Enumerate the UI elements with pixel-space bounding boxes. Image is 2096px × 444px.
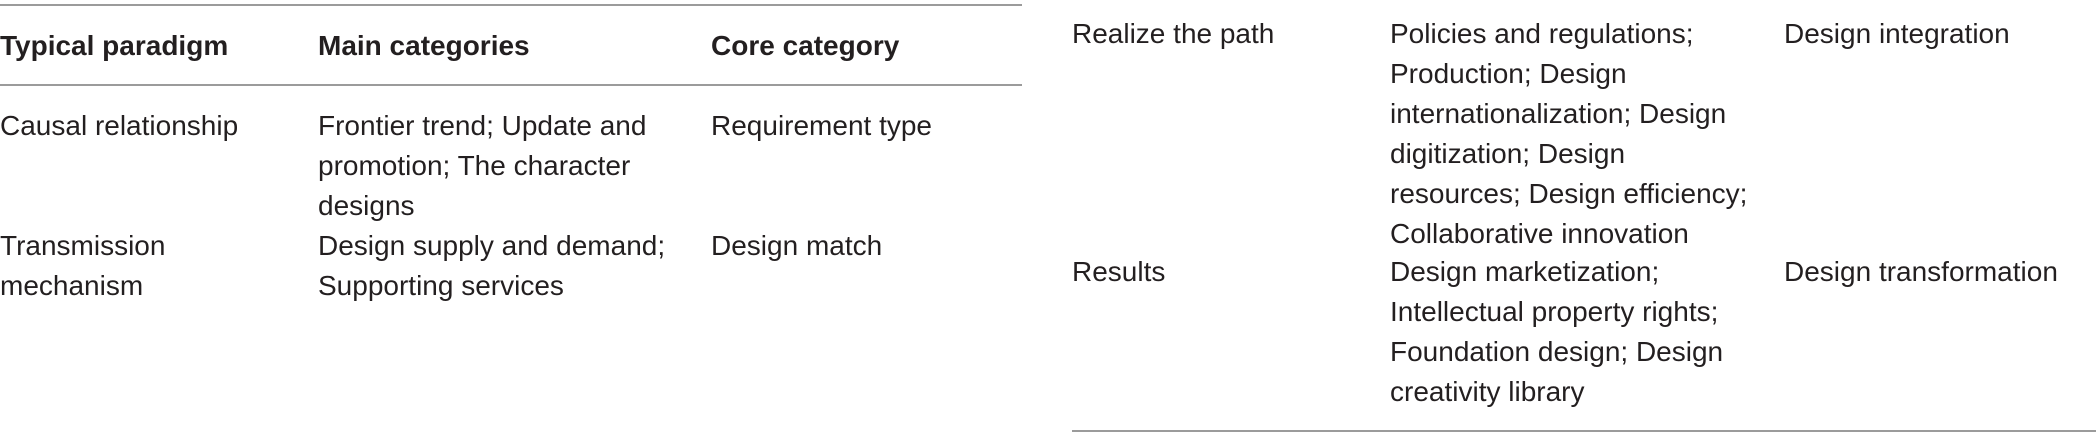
header-main-categories: Main categories — [318, 30, 530, 61]
row-3-categories: Policies and regulations; Production; De… — [1390, 18, 1748, 249]
row-2-categories: Design supply and demand; Supporting ser… — [318, 230, 666, 301]
row-2-paradigm: Transmission mechanism — [0, 230, 166, 301]
row-4-core: Design transformation — [1784, 256, 2058, 287]
row-2-core: Design match — [711, 230, 883, 261]
row-1-paradigm: Causal relationship — [0, 110, 239, 141]
table-top-rule — [0, 4, 1022, 6]
table-bottom-rule — [1072, 430, 2096, 432]
row-4-categories: Design marketization; Intellectual prope… — [1390, 256, 1724, 407]
row-1-categories: Frontier trend; Update and promotion; Th… — [318, 110, 647, 221]
row-3-paradigm: Realize the path — [1072, 18, 1275, 49]
header-typical-paradigm: Typical paradigm — [0, 30, 229, 61]
row-3-core: Design integration — [1784, 18, 2010, 49]
row-1-core: Requirement type — [711, 110, 933, 141]
table-header-rule — [0, 84, 1022, 86]
header-core-category: Core category — [711, 30, 900, 61]
row-4-paradigm: Results — [1072, 256, 1166, 287]
